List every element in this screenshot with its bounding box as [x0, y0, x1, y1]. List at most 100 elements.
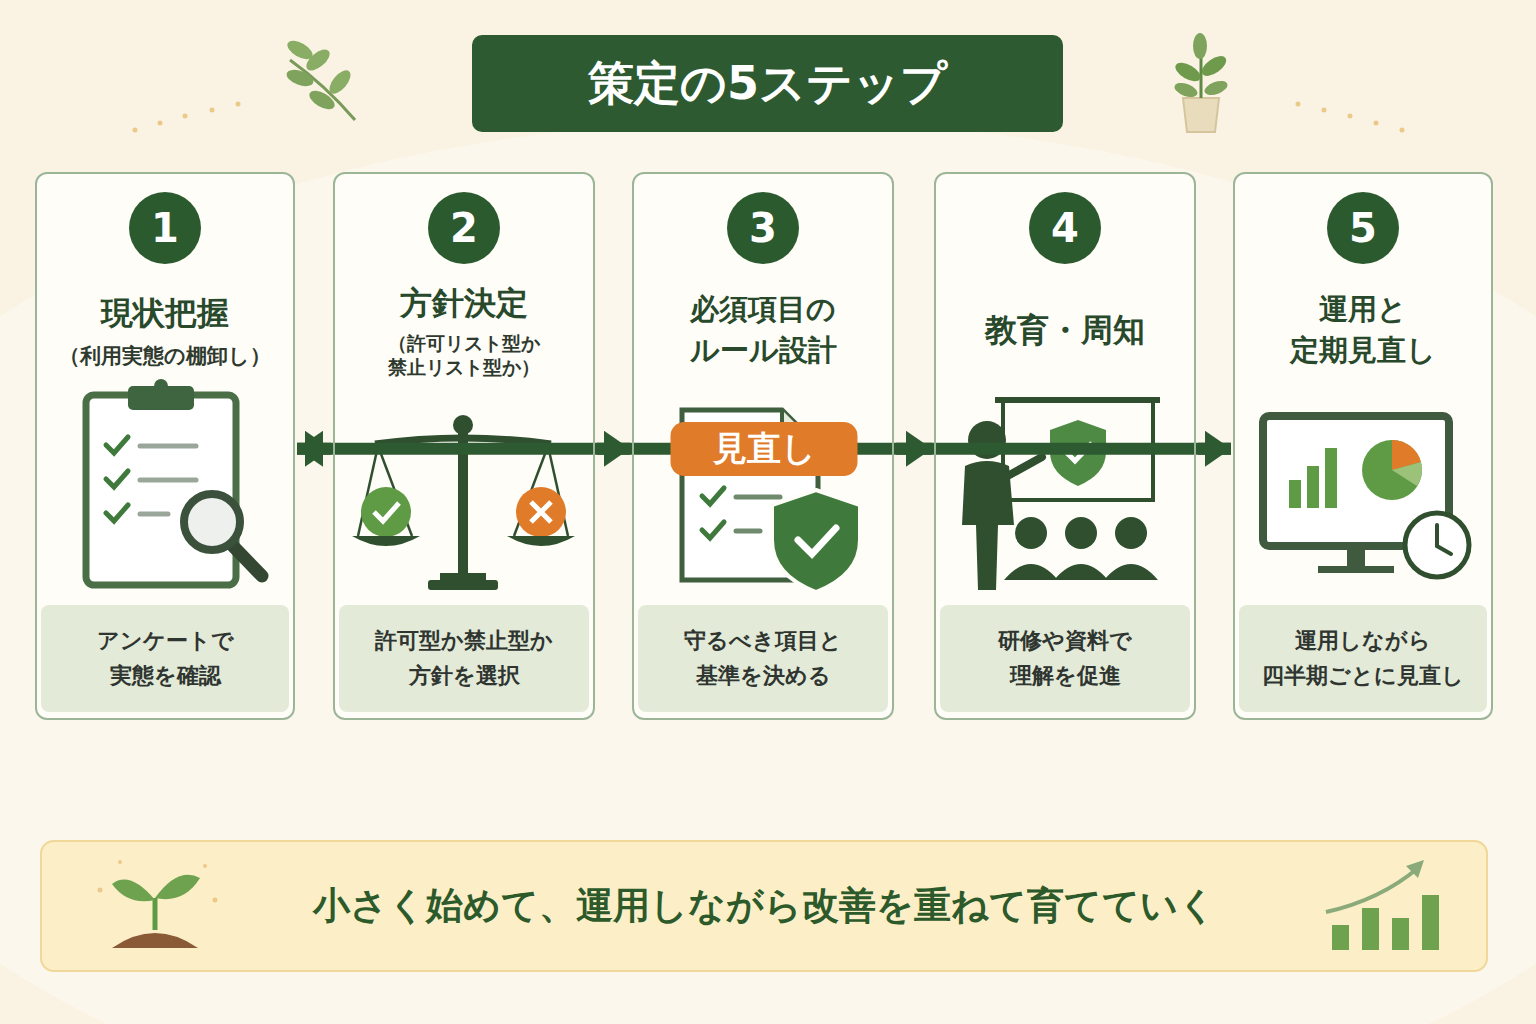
- decoration: [112, 880, 155, 902]
- decoration: [702, 522, 724, 538]
- decoration: [155, 875, 200, 899]
- step-card: 教育・周知 4 研修や資料で 理解を促進: [934, 172, 1196, 720]
- card-heading: 必須項目の ルール設計: [642, 274, 884, 386]
- leaf-sprig: [284, 37, 355, 120]
- decoration: [358, 446, 568, 536]
- decoration: [1296, 102, 1301, 107]
- decoration: [1405, 513, 1469, 577]
- card-heading: 教育・周知: [944, 274, 1186, 386]
- decoration: [1332, 925, 1349, 950]
- step-number: 2: [428, 192, 500, 264]
- decoration: [1406, 860, 1424, 878]
- decoration: [1307, 466, 1319, 508]
- decoration: [702, 488, 724, 504]
- title-banner: 策定の5ステップ: [472, 35, 1063, 132]
- decoration: [1318, 566, 1394, 573]
- decoration: [1004, 564, 1058, 580]
- decoration: [183, 114, 188, 119]
- decoration: [1362, 908, 1379, 950]
- decoration: [1115, 517, 1147, 549]
- decoration: [98, 888, 103, 893]
- clipboard-icon: [86, 379, 262, 585]
- decoration: [106, 471, 128, 487]
- decoration: [428, 580, 498, 590]
- decoration: [798, 528, 836, 554]
- decoration: [210, 108, 215, 113]
- decoration: [306, 87, 337, 113]
- decoration: [35, 172, 295, 720]
- decoration: [232, 545, 262, 576]
- step-number: 1: [129, 192, 201, 264]
- card-heading: 運用と 定期見直し: [1243, 274, 1483, 386]
- step-number: 4: [1029, 192, 1101, 264]
- decoration: [1362, 440, 1422, 500]
- decoration: [736, 495, 780, 500]
- summary-text: 小さく始めて、運用しながら改善を重ねて育てていく: [313, 881, 1216, 931]
- presenter-icon: [962, 400, 1160, 590]
- decoration: [140, 478, 196, 483]
- step-description: 許可型か禁止型か 方針を選択: [339, 605, 589, 712]
- decoration: [1004, 457, 1042, 478]
- step-card: 現状把握（利用実態の棚卸し） 1 アンケートで 実態を確認: [35, 172, 295, 720]
- callout-number: 2: [450, 208, 478, 248]
- decoration: [236, 102, 241, 107]
- decoration: [1374, 121, 1379, 126]
- decoration: [1015, 517, 1047, 549]
- decoration: [290, 60, 355, 120]
- decoration: [326, 67, 355, 97]
- decoration: [140, 512, 168, 517]
- decoration: [203, 864, 207, 868]
- decoration: [516, 487, 566, 537]
- step-text: 守るべき項目と 基準を決める: [646, 624, 880, 692]
- decoration: [154, 379, 168, 393]
- decoration: [1183, 98, 1219, 132]
- edge-label: 見直し: [671, 422, 858, 476]
- decoration: [158, 121, 163, 126]
- step-text: 研修や資料で 理解を促進: [948, 624, 1182, 692]
- decoration: [1233, 172, 1493, 720]
- callout-number: 3: [749, 208, 777, 248]
- step-description: 研修や資料で 理解を促進: [940, 605, 1190, 712]
- step-title: 方針決定: [400, 280, 528, 326]
- decoration: [1065, 517, 1097, 549]
- card-heading: 現状把握（利用実態の棚卸し）: [45, 274, 285, 386]
- callout-number: 4: [1051, 208, 1079, 248]
- decoration: [0, 120, 1536, 1024]
- step-text: アンケートで 実態を確認: [49, 624, 281, 692]
- decoration: [1289, 480, 1301, 508]
- decoration: [1054, 564, 1108, 580]
- monitor-icon: [1263, 416, 1469, 577]
- decoration: [86, 395, 236, 585]
- scale-icon: [352, 415, 575, 590]
- decoration: [1173, 80, 1200, 99]
- step-card: 方針決定（許可リスト型か 禁止リスト型か）2許可型か禁止型か 方針を選択: [333, 172, 595, 720]
- callout-number: 1: [151, 208, 179, 248]
- decoration: [995, 397, 1160, 403]
- decoration: [1326, 868, 1418, 912]
- potted-plant: [1172, 33, 1229, 132]
- decoration: [1325, 448, 1337, 508]
- decoration: [184, 494, 240, 550]
- decoration: [632, 172, 894, 720]
- step-text: 運用しながら 四半期ごとに見直し: [1247, 624, 1479, 692]
- decoration: [1203, 78, 1230, 97]
- decoration: [1392, 918, 1409, 950]
- step-number: 3: [727, 192, 799, 264]
- step-title: 必須項目の ルール設計: [642, 289, 884, 372]
- decoration: [153, 898, 158, 930]
- decoration: [1437, 525, 1451, 554]
- decoration: [140, 444, 196, 449]
- decoration: [736, 529, 760, 534]
- decoration: [531, 502, 551, 522]
- step-title: 運用と 定期見直し: [1243, 289, 1483, 372]
- decoration: [440, 573, 486, 581]
- decoration: [1104, 564, 1158, 580]
- decoration: [772, 490, 860, 592]
- step-subtitle: （利用実態の棚卸し）: [59, 343, 271, 370]
- step-description: 守るべき項目と 基準を決める: [638, 605, 888, 712]
- decoration: [213, 898, 218, 903]
- step-description: アンケートで 実態を確認: [41, 605, 289, 712]
